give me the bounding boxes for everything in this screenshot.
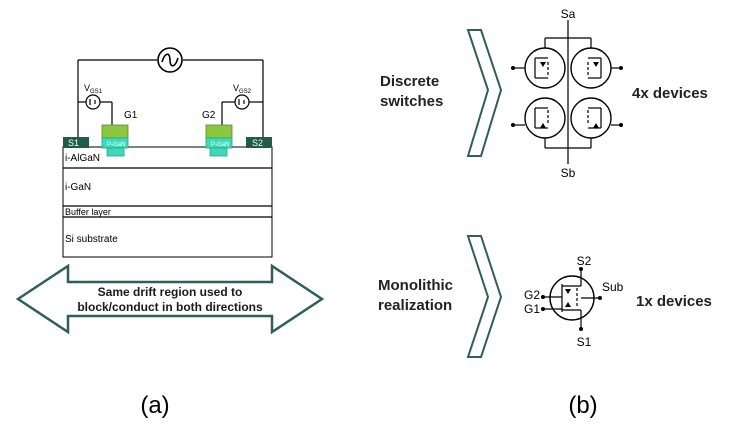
mono-s1-label: S1 (577, 335, 592, 349)
voltage-source-icon (85, 94, 101, 110)
vgs1-subscript: GS1 (90, 89, 103, 95)
discrete-switch-circuit: Sa Sb (511, 7, 623, 180)
transistor-top-left (511, 47, 566, 89)
vgs1-label: V (84, 83, 90, 93)
vgs2-source: V GS2 (221, 83, 263, 125)
layer-gan: i-GaN (65, 182, 91, 193)
g1-label: G1 (124, 110, 138, 121)
caption-b: (b) (568, 392, 597, 419)
sa-label: Sa (561, 7, 576, 21)
s2-label: S2 (252, 138, 263, 148)
gate-1: P-GaN G1 (101, 110, 138, 157)
monolithic-device: S2 S1 G2 G1 Sub (524, 254, 624, 349)
layer-algan: i-AlGaN (65, 153, 100, 164)
device-stack: i-AlGaN i-GaN Buffer layer Si substrate (62, 146, 273, 258)
count-mono: 1x devices (636, 293, 712, 310)
pgan2-label: P-GaN (211, 142, 229, 148)
mono-g2-label: G2 (524, 288, 540, 302)
s2-contact: S2 (246, 137, 272, 148)
count-discrete: 4x devices (632, 85, 708, 102)
chevron-right-icon (466, 235, 503, 358)
bidirectional-arrow: Same drift region used to block/conduct … (15, 263, 325, 335)
gate-2: P-GaN G2 (202, 110, 233, 157)
g2-label: G2 (202, 110, 216, 121)
transistor-bottom-right (570, 97, 623, 139)
mono-g1-label: G1 (524, 302, 540, 316)
sb-label: Sb (561, 166, 576, 180)
mono-line1: Monolithic (378, 277, 453, 294)
transistor-top-right (570, 47, 623, 89)
panel-b: Discrete switches Monolithic realization (378, 7, 712, 419)
discrete-line2: switches (380, 93, 443, 110)
caption-a: (a) (140, 392, 169, 419)
vgs2-subscript: GS2 (239, 89, 252, 95)
chevron-right-icon (466, 29, 503, 157)
transistor-bottom-left (511, 97, 566, 139)
mono-s2-label: S2 (577, 254, 592, 268)
arrow-text-line2: block/conduct in both directions (77, 300, 263, 314)
s1-label: S1 (68, 138, 79, 148)
vgs2-label: V (233, 83, 239, 93)
mono-sub-label: Sub (602, 280, 624, 294)
s1-contact: S1 (63, 137, 89, 148)
discrete-line1: Discrete (380, 73, 439, 90)
pgan1-label: P-GaN (107, 142, 125, 148)
vgs1-source: V GS1 (78, 83, 113, 125)
layer-substrate: Si substrate (65, 234, 118, 245)
layer-buffer: Buffer layer (65, 207, 111, 217)
ac-source-loop (77, 47, 264, 137)
voltage-source-icon (234, 94, 250, 110)
panel-a: V GS1 V GS2 i-AlGaN i-GaN Buffer layer S… (15, 47, 325, 419)
mono-line2: realization (378, 297, 452, 314)
arrow-text-line1: Same drift region used to (98, 285, 243, 299)
